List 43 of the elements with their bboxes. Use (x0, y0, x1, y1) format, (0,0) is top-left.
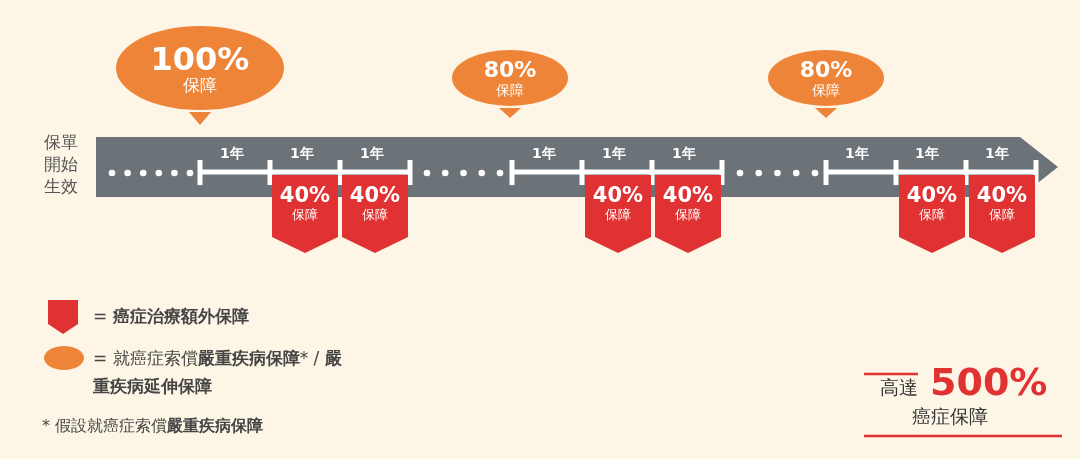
start-label: 保單開始生效 (44, 131, 79, 197)
coverage-tag (899, 175, 965, 253)
coverage-bubble (452, 50, 568, 118)
percentage-text: 80% (483, 59, 537, 81)
coverage-tag (272, 175, 338, 253)
coverage-tag (585, 175, 651, 253)
percentage-text: 40% (349, 185, 401, 206)
year-label: 1年 (672, 145, 696, 163)
coverage-text: 保障 (919, 208, 945, 221)
year-label: 1年 (985, 145, 1009, 163)
footnote: * 假設就癌症索償嚴重疾病保障 (42, 416, 264, 437)
year-label: 1年 (532, 145, 556, 163)
coverage-text: 保障 (989, 208, 1015, 221)
percentage-text: 100% (150, 42, 250, 75)
coverage-text: 保障 (605, 208, 631, 221)
coverage-tag (969, 175, 1035, 253)
legend-text: = 就癌症索償嚴重疾病保障* / 嚴重疾病延伸保障 (93, 347, 343, 398)
percentage-text: 40% (976, 185, 1028, 206)
coverage-text: 保障 (183, 76, 217, 94)
coverage-text: 保障 (292, 208, 318, 221)
cancer-coverage-label: 癌症保障 (912, 404, 988, 429)
legend-text: = 癌症治療額外保障 (93, 305, 250, 328)
coverage-text: 保障 (812, 83, 840, 97)
percentage-text: 40% (906, 185, 958, 206)
percentage-text: 40% (662, 185, 714, 206)
coverage-text: 保障 (675, 208, 701, 221)
coverage-text: 保障 (362, 208, 388, 221)
up-to-label: 高達 (880, 375, 918, 400)
coverage-bubble (116, 26, 284, 125)
percentage-text: 40% (592, 185, 644, 206)
coverage-tag (342, 175, 408, 253)
coverage-tag (655, 175, 721, 253)
year-label: 1年 (845, 145, 869, 163)
year-label: 1年 (220, 145, 244, 163)
percentage-text: 40% (279, 185, 331, 206)
year-label: 1年 (915, 145, 939, 163)
coverage-text: 保障 (496, 83, 524, 97)
year-label: 1年 (360, 145, 384, 163)
percentage-text: 80% (799, 59, 853, 81)
year-label: 1年 (290, 145, 314, 163)
year-label: 1年 (602, 145, 626, 163)
total-percentage: 500% (930, 360, 1048, 404)
coverage-bubble (768, 50, 884, 118)
